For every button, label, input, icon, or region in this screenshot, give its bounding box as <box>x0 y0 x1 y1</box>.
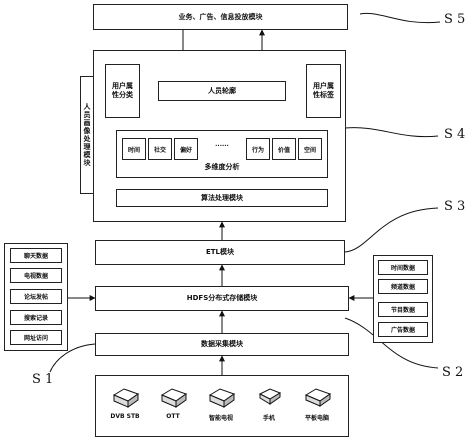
device-ott: OTT <box>150 385 196 420</box>
source-time: 时间数据 <box>378 260 428 275</box>
step-label-s2: S 2 <box>442 365 464 380</box>
hdfs-label: HDFS分布式存储模块 <box>186 294 258 302</box>
attr-class-box: 用户属性分类 <box>105 64 140 118</box>
step-label-s5: S 5 <box>444 12 466 27</box>
device-phone: 手机 <box>246 385 292 422</box>
delivery-module-label: 业务、广告、信息投放模块 <box>178 12 263 21</box>
algorithm-label: 算法处理模块 <box>201 193 243 202</box>
dimension-space: 空间 <box>298 138 322 160</box>
attr-tag-label: 用户属性标签 <box>313 82 334 99</box>
source-search: 搜索记录 <box>10 310 62 325</box>
smart-tv-icon <box>208 388 236 408</box>
profile-module-side-box: 人员画像处理模块 <box>80 76 94 194</box>
dimension-preference: 偏好 <box>174 138 198 160</box>
step-label-s1: S 1 <box>32 372 54 387</box>
attr-tag-box: 用户属性标签 <box>306 64 341 118</box>
dimension-time: 时间 <box>122 138 146 160</box>
source-forum: 论坛发帖 <box>10 289 62 304</box>
device-smart-tv: 智能电视 <box>198 385 244 422</box>
source-chat: 聊天数据 <box>10 248 62 263</box>
source-tv: 电视数据 <box>10 268 62 283</box>
device-dvb-stb: DVB STB <box>102 385 148 420</box>
ott-box-icon <box>160 388 188 408</box>
portrait-box: 人员轮廓 <box>158 81 286 101</box>
dimension-behavior: 行为 <box>246 138 270 160</box>
portrait-label: 人员轮廓 <box>208 86 236 95</box>
multi-dim-label: 多维度分析 <box>204 163 240 171</box>
etl-box: ETL模块 <box>95 240 345 265</box>
source-url: 网址访问 <box>10 330 62 345</box>
source-program: 节目数据 <box>378 302 428 317</box>
algorithm-box: 算法处理模块 <box>116 189 328 207</box>
step-label-s3: S 3 <box>444 199 466 214</box>
tablet-icon <box>304 388 332 407</box>
etl-label: ETL模块 <box>205 248 235 256</box>
dimension-ellipsis: ...... <box>215 141 229 148</box>
dimension-value: 价值 <box>272 138 296 160</box>
collect-box: 数据采集模块 <box>95 333 349 356</box>
set-top-box-icon <box>112 388 140 408</box>
device-tablet: 平板电脑 <box>294 385 340 422</box>
source-ad: 广告数据 <box>378 322 428 337</box>
phone-icon <box>258 388 282 405</box>
collect-label: 数据采集模块 <box>201 340 243 348</box>
profile-module-side-label: 人员画像处理模块 <box>83 103 91 167</box>
delivery-module-box: 业务、广告、信息投放模块 <box>93 4 348 30</box>
source-channel: 频道数据 <box>378 279 428 294</box>
step-label-s4: S 4 <box>444 127 466 142</box>
dimension-social: 社交 <box>148 138 172 160</box>
hdfs-box: HDFS分布式存储模块 <box>95 286 349 311</box>
attr-class-label: 用户属性分类 <box>112 82 133 99</box>
